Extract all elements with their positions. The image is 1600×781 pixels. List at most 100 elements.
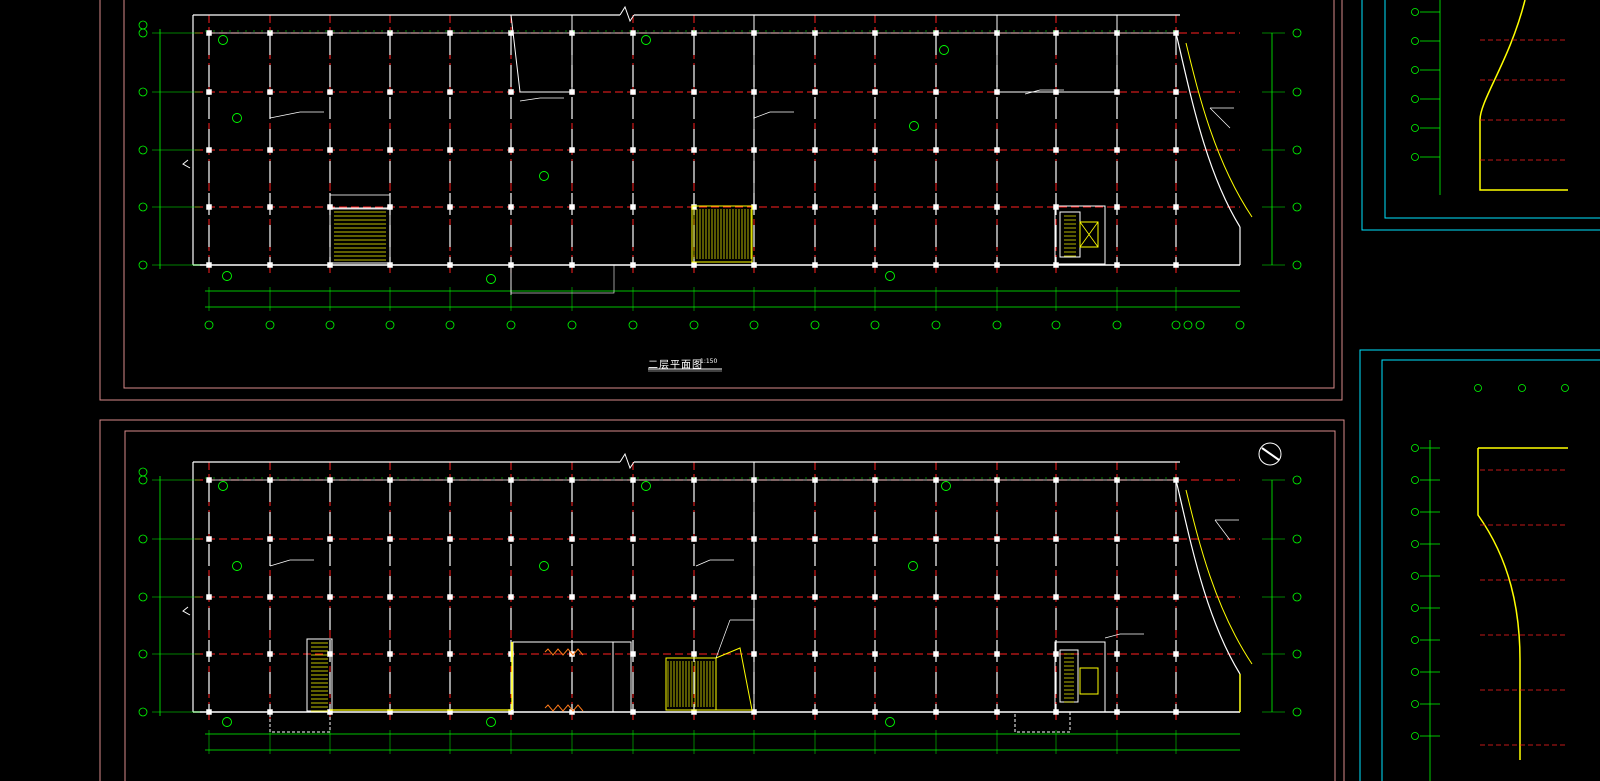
- column: [872, 536, 878, 542]
- column: [508, 536, 514, 542]
- grid-bubble-icon: [138, 592, 148, 602]
- column: [812, 147, 818, 153]
- column: [508, 594, 514, 600]
- column: [1173, 536, 1179, 542]
- column: [206, 204, 212, 210]
- grid-bubble-icon: [1518, 384, 1526, 392]
- grid-bubble-icon: [138, 87, 148, 97]
- stair-icon: [269, 711, 331, 733]
- grid-bubble-icon: [1292, 202, 1302, 212]
- first-floor-plan: [138, 442, 1302, 754]
- column: [508, 89, 514, 95]
- column: [206, 594, 212, 600]
- column: [872, 147, 878, 153]
- grid-bubble-icon: [749, 320, 759, 330]
- north-arrow-icon: [1258, 442, 1282, 466]
- grid-bubble-icon: [385, 320, 395, 330]
- stair-icon: [1014, 711, 1071, 733]
- column: [691, 536, 697, 542]
- sheet-frame-inner-lower: [124, 430, 1336, 781]
- grid-bubble-icon: [232, 561, 242, 571]
- side-frame-inner-upper: [1384, 0, 1600, 219]
- grid-bubble-icon: [1411, 508, 1419, 516]
- column: [933, 147, 939, 153]
- column: [387, 536, 393, 542]
- grid-bubble-icon: [1411, 476, 1419, 484]
- column: [569, 536, 575, 542]
- column: [691, 147, 697, 153]
- column: [1173, 594, 1179, 600]
- side-curve-lower: [1477, 447, 1568, 760]
- grid-bubble-icon: [1292, 260, 1302, 270]
- grid-bubble-icon: [138, 20, 148, 30]
- column: [691, 89, 697, 95]
- side-frame-outer-upper: [1361, 0, 1600, 231]
- grid-bubble-icon: [1292, 534, 1302, 544]
- column: [508, 147, 514, 153]
- column: [812, 204, 818, 210]
- north-arrow-icon: [1261, 447, 1280, 461]
- elevator-icon: [1079, 221, 1099, 248]
- grid-bubble-icon: [1474, 384, 1482, 392]
- grid-bubble-icon: [138, 202, 148, 212]
- zigzag: [544, 648, 584, 656]
- grid-bubble-icon: [1561, 384, 1569, 392]
- grid-bubble-icon: [539, 561, 549, 571]
- grid-bubble-icon: [885, 717, 895, 727]
- column: [1114, 594, 1120, 600]
- column: [387, 594, 393, 600]
- column: [447, 204, 453, 210]
- curved-facade-yellow: [1185, 42, 1253, 218]
- grid-bubble-icon: [1051, 320, 1061, 330]
- grid-bubble-icon: [885, 271, 895, 281]
- column: [630, 536, 636, 542]
- column: [569, 204, 575, 210]
- column: [1053, 204, 1059, 210]
- annotation-leader: [753, 111, 771, 119]
- annotation-leader: [695, 559, 711, 567]
- column: [812, 89, 818, 95]
- grid-bubble-icon: [1292, 87, 1302, 97]
- grid-bubble-icon: [486, 274, 496, 284]
- column: [267, 147, 273, 153]
- grid-bubble-icon: [628, 320, 638, 330]
- column: [630, 204, 636, 210]
- column: [994, 536, 1000, 542]
- sheet-frame-outer-upper: [99, 0, 1343, 401]
- break-mark: [619, 452, 635, 470]
- grid-bubble-icon: [1411, 732, 1419, 740]
- grid-bubble-icon: [222, 717, 232, 727]
- grid-bubble-icon: [1292, 592, 1302, 602]
- curved-facade: [1175, 32, 1241, 228]
- column: [933, 204, 939, 210]
- core-wall: [512, 641, 614, 713]
- grid-bubble-icon: [1411, 95, 1419, 103]
- column: [1053, 594, 1059, 600]
- grid-bubble-icon: [138, 260, 148, 270]
- grid-bubble-icon: [941, 481, 951, 491]
- grid-bubble-icon: [939, 45, 949, 55]
- grid-bubble-icon: [1292, 475, 1302, 485]
- curved-facade: [1175, 479, 1241, 675]
- column: [933, 536, 939, 542]
- grid-bubble-icon: [1411, 700, 1419, 708]
- annotation-leader: [1209, 107, 1231, 129]
- grid-bubble-icon: [870, 320, 880, 330]
- sheet-frame-inner-upper: [123, 0, 1335, 389]
- column: [508, 204, 514, 210]
- plan-scale: 1:150: [700, 358, 718, 365]
- grid-bubble-icon: [1292, 707, 1302, 717]
- column: [872, 89, 878, 95]
- column: [206, 536, 212, 542]
- side-detail-sheets: [1359, 0, 1600, 781]
- column: [994, 204, 1000, 210]
- stair-well: [1059, 211, 1081, 258]
- escalator-icon: [665, 657, 717, 711]
- grid-bubble-icon: [138, 649, 148, 659]
- column: [267, 651, 273, 657]
- grid-bubble-icon: [1171, 320, 1181, 330]
- column: [933, 594, 939, 600]
- stair-landing: [329, 194, 391, 210]
- column: [387, 147, 393, 153]
